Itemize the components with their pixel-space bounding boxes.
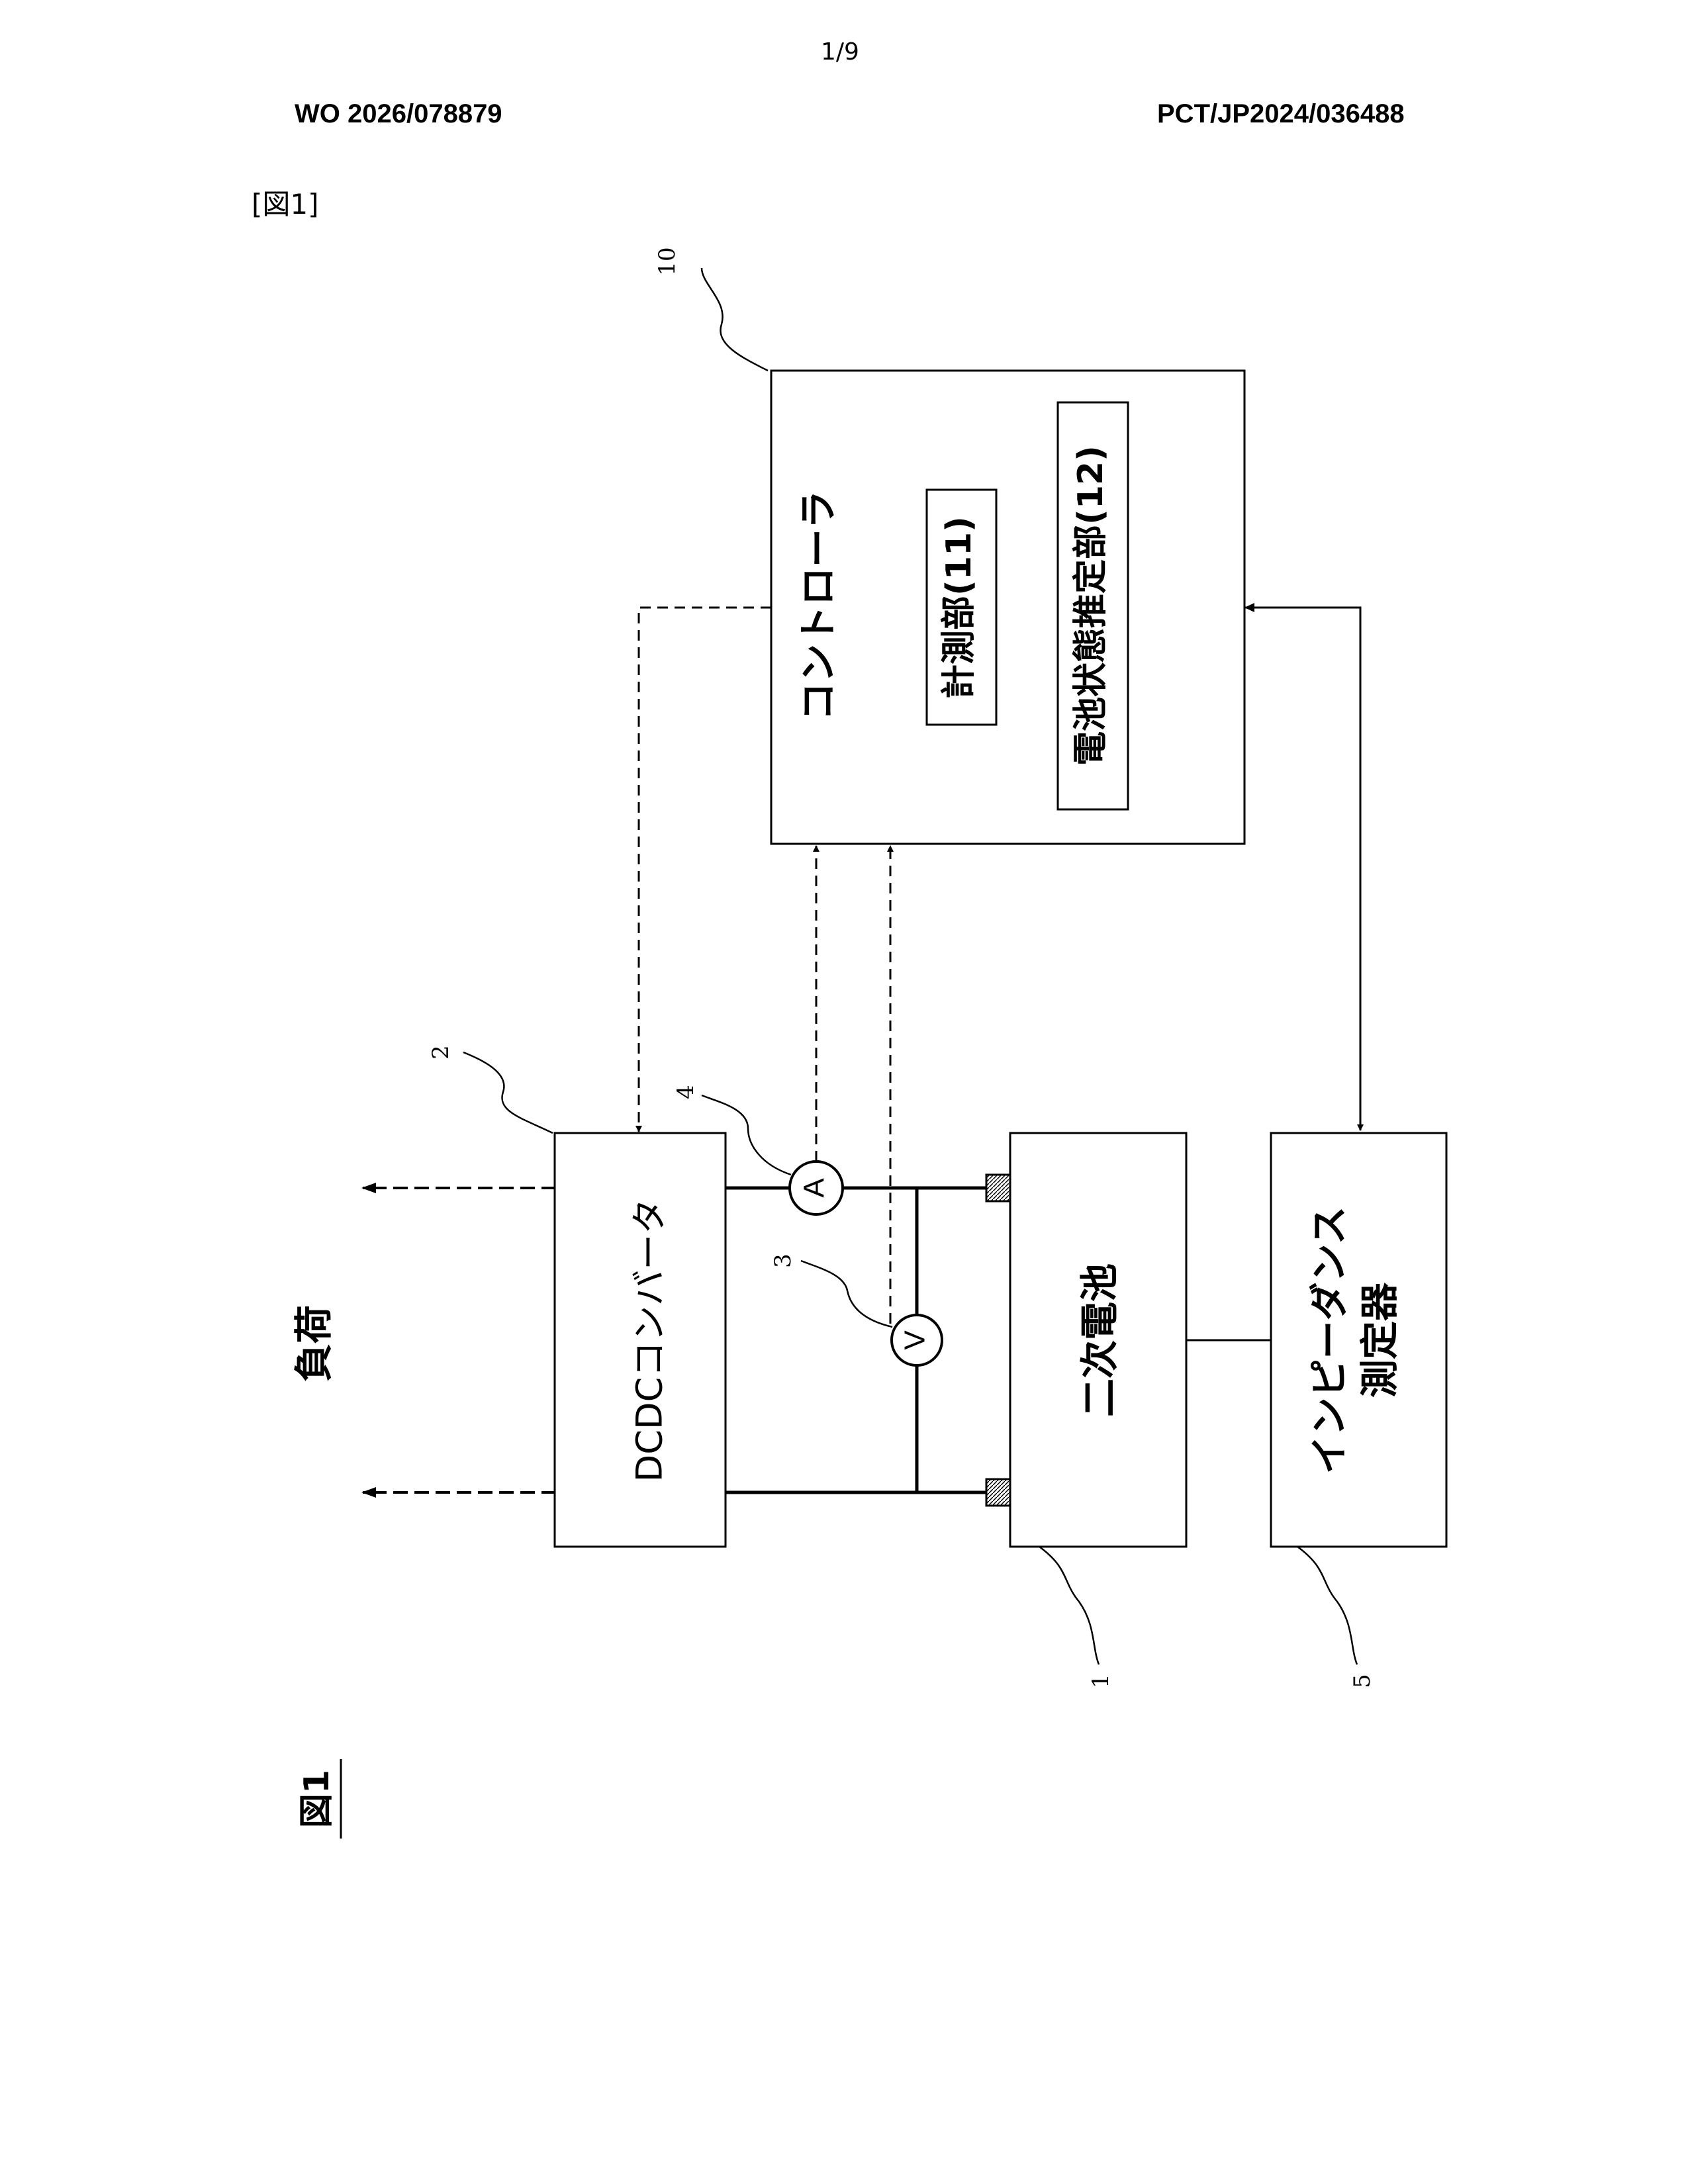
leader-line-voltmeter (801, 1261, 892, 1327)
measurement-unit-label: 計測部(11) (939, 516, 979, 699)
battery-terminal-top (986, 1175, 1010, 1201)
voltmeter-symbol: V (899, 1330, 931, 1350)
impedance-data-arrowhead (1244, 603, 1254, 612)
impedance-meter-label-line2: 測定器 (1357, 1282, 1402, 1398)
battery-state-estimator-label: 電池状態推定部(12) (1071, 445, 1111, 766)
controller-block (771, 371, 1244, 844)
dcdc-converter-label: DCDCコンバータ (629, 1199, 671, 1482)
ammeter-symbol: A (798, 1178, 831, 1198)
secondary-battery-label: 二次電池 (1077, 1263, 1122, 1417)
ref-numeral-ammeter: 4 (673, 1085, 699, 1099)
figure-label: 図1 (297, 1770, 337, 1828)
leader-line-impedance (1297, 1547, 1357, 1664)
leader-line-battery (1039, 1547, 1099, 1664)
leader-line-dcdc (463, 1052, 553, 1133)
controller-label: コントローラ (796, 490, 841, 721)
battery-terminal-bottom (986, 1479, 1010, 1506)
impedance-data-link (1244, 608, 1360, 1130)
impedance-meter-label-line1: インピーダンス (1307, 1206, 1352, 1475)
load-label: 負荷 (291, 1305, 336, 1382)
ref-numeral-controller: 10 (654, 247, 680, 275)
control-signal-dcdc (639, 608, 771, 1132)
ref-numeral-battery: 1 (1088, 1674, 1114, 1688)
ref-numeral-dcdc: 2 (428, 1045, 454, 1060)
leader-line-controller (702, 268, 768, 371)
ref-numeral-impedance: 5 (1349, 1674, 1376, 1688)
ref-numeral-voltmeter: 3 (770, 1253, 796, 1268)
